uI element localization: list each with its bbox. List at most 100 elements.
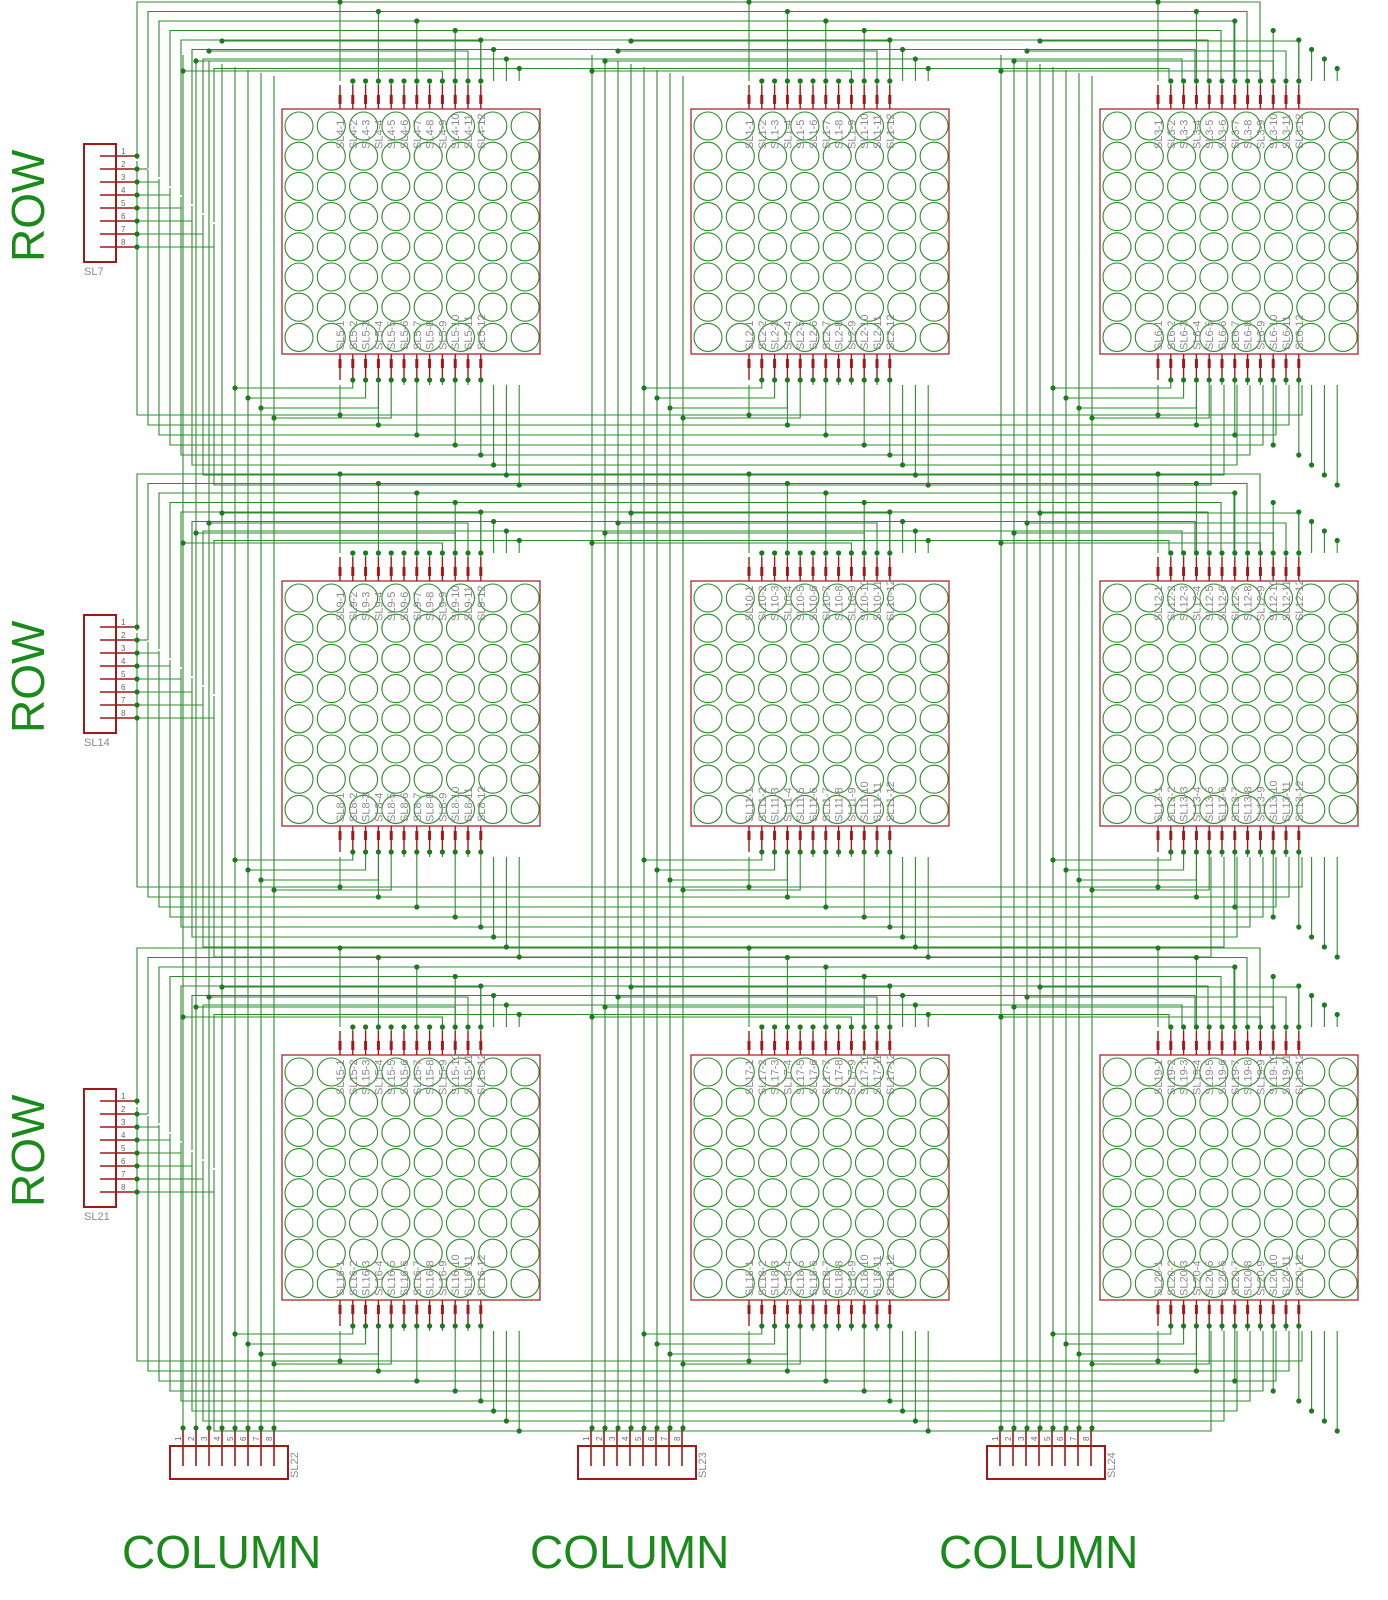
junction-dot	[1334, 954, 1340, 960]
pin-label: SL13-3	[1179, 787, 1191, 822]
led-circle	[478, 764, 508, 794]
junction-dot	[1296, 1398, 1302, 1404]
led-circle	[349, 1148, 379, 1178]
header-pin-body	[1194, 1041, 1198, 1050]
junction-dot	[1270, 1323, 1276, 1329]
pin-label: SL10-7	[821, 586, 833, 621]
pin-label: SL18-4	[782, 1261, 794, 1296]
matrix-outline	[690, 108, 950, 355]
junction-dot	[1309, 934, 1315, 940]
junction-dot	[874, 1323, 880, 1329]
led-circle	[381, 674, 411, 704]
pin-label: SL17-10	[859, 1053, 871, 1095]
header-pin-body	[1169, 567, 1173, 576]
header-pin-body	[440, 567, 444, 576]
junction-dot	[784, 1368, 791, 1374]
junction-dot	[1193, 377, 1199, 383]
led-circle	[725, 202, 755, 232]
led-circle	[349, 171, 379, 201]
led-circle	[413, 1208, 443, 1238]
pin-label: SL4-11	[463, 114, 475, 149]
pin-label: SL5-4	[373, 321, 385, 350]
led-circle	[822, 1178, 852, 1208]
led-circle	[790, 674, 820, 704]
led-circle	[758, 171, 788, 201]
junction-dot	[998, 1425, 1004, 1431]
row-label: ROW	[2, 620, 54, 733]
header-pin-body	[440, 1305, 444, 1314]
led-circle	[381, 1268, 411, 1298]
junction-dot	[680, 887, 686, 893]
junction-dot	[134, 1098, 140, 1104]
led-circle	[693, 1087, 723, 1117]
led-circle	[1199, 141, 1229, 171]
junction-dot	[478, 1398, 484, 1404]
wire	[1066, 1331, 1185, 1345]
header-pin-body	[773, 567, 777, 576]
header-pin-body	[798, 831, 802, 840]
junction-dot	[388, 377, 394, 383]
junction-dot	[478, 452, 484, 458]
header-pin-body	[479, 567, 483, 576]
pin-label: SL11-6	[808, 787, 820, 822]
led-circle	[284, 583, 314, 613]
pin-label: SL17-12	[885, 1053, 897, 1095]
led-circle	[1102, 1057, 1132, 1087]
led-circle	[316, 1208, 346, 1238]
led-circle	[316, 1117, 346, 1147]
junction-dot	[1076, 1425, 1082, 1431]
led-circle	[1167, 141, 1197, 171]
led-circle	[1134, 171, 1164, 201]
wire	[1027, 522, 1287, 553]
pin-label: SL10-6	[808, 586, 820, 621]
junction-dot	[772, 1024, 778, 1030]
header-pin-body	[415, 1041, 419, 1050]
led-circle	[725, 322, 755, 352]
led-circle	[445, 1208, 476, 1238]
junction-dot	[641, 1425, 647, 1431]
pin-label: SL16-1	[335, 1261, 347, 1296]
led-circle	[510, 292, 540, 322]
junction-dot	[1155, 412, 1161, 418]
pin-label: SL12-1	[1153, 586, 1165, 621]
led-circle	[349, 643, 379, 673]
junction-dot	[375, 1024, 381, 1030]
led-circle	[413, 111, 443, 141]
led-circle	[445, 643, 476, 673]
junction-dot	[861, 973, 867, 980]
junction-dot	[823, 1024, 829, 1030]
pin-number: 6	[1056, 1436, 1065, 1441]
led-circle	[1102, 1178, 1132, 1208]
header-pin-body	[364, 1305, 368, 1314]
pin-label: SL19-11	[1281, 1054, 1293, 1095]
led-circle	[1328, 232, 1358, 262]
led-circle	[413, 1117, 443, 1147]
led-circle	[854, 171, 885, 201]
junction-dot	[1296, 509, 1302, 515]
led-circle	[758, 1057, 788, 1087]
junction-dot	[1257, 1024, 1263, 1030]
junction-dot	[245, 1341, 251, 1347]
junction-dot	[134, 1111, 140, 1117]
junction-dot	[772, 1323, 778, 1329]
junction-dot	[1024, 520, 1030, 526]
header-pin-body	[402, 1041, 406, 1050]
junction-dot	[206, 1425, 212, 1431]
header-pin-body	[1220, 1305, 1224, 1314]
junction-dot	[503, 56, 509, 62]
header-pin-body	[1194, 567, 1198, 576]
pin-label: SL4-10	[450, 114, 462, 149]
junction-dot	[1296, 550, 1302, 556]
header-pin-body	[785, 1041, 789, 1050]
junction-dot	[998, 540, 1004, 546]
pin-label: SL5-10	[450, 315, 462, 350]
wire	[618, 522, 878, 553]
junction-dot	[797, 550, 803, 556]
matrix-outline	[1099, 580, 1359, 827]
junction-dot	[1063, 395, 1069, 401]
junction-dot	[1063, 867, 1069, 873]
pin-label: SL4-8	[425, 120, 437, 149]
junction-dot	[401, 377, 407, 383]
led-circle	[381, 1178, 411, 1208]
